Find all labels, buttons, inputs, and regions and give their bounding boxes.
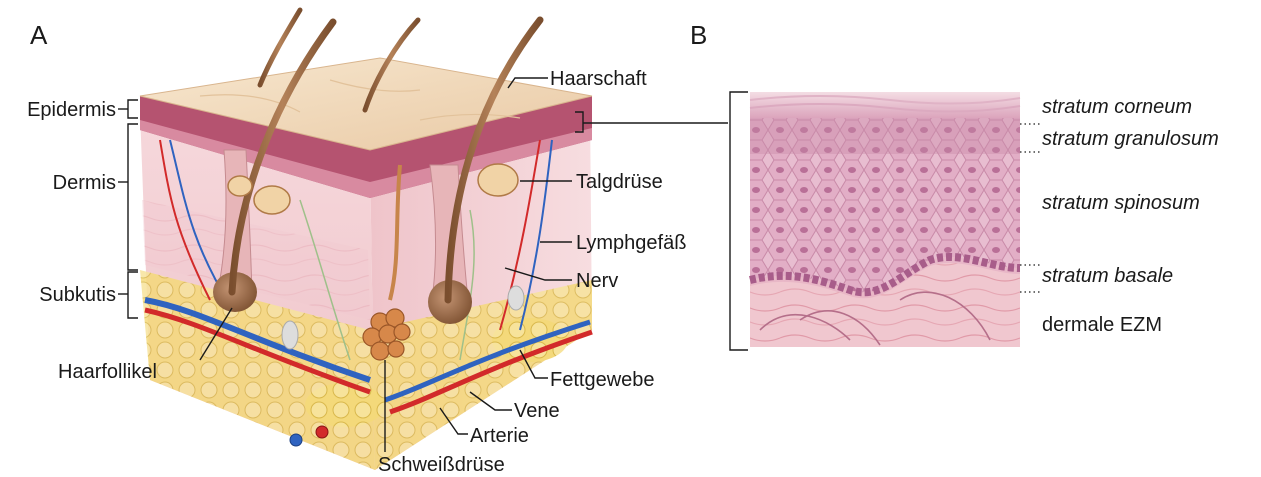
panel-b-letter: B	[690, 20, 707, 50]
label-dermale-ezm: dermale EZM	[1042, 314, 1162, 336]
label-stratum-corneum: stratum corneum	[1042, 96, 1192, 118]
label-stratum-granulosum: stratum granulosum	[1042, 128, 1219, 150]
label-fettgewebe: Fettgewebe	[550, 369, 655, 391]
label-stratum-basale: stratum basale	[1042, 265, 1173, 287]
label-epidermis: Epidermis	[27, 99, 116, 121]
label-haarschaft: Haarschaft	[550, 68, 647, 90]
histology-section	[750, 92, 1020, 347]
label-stratum-spinosum: stratum spinosum	[1042, 192, 1200, 214]
label-subkutis: Subkutis	[39, 284, 116, 306]
label-dermis: Dermis	[53, 172, 116, 194]
label-talgdruese: Talgdrüse	[576, 171, 663, 193]
label-arterie: Arterie	[470, 425, 529, 447]
panel-a-letter: A	[30, 20, 48, 50]
label-lymphgefaess: Lymphgefäß	[576, 232, 686, 254]
label-vene: Vene	[514, 400, 560, 422]
label-schweissdruese: Schweißdrüse	[378, 454, 505, 476]
label-nerv: Nerv	[576, 270, 618, 292]
label-haarfollikel: Haarfollikel	[58, 361, 157, 383]
